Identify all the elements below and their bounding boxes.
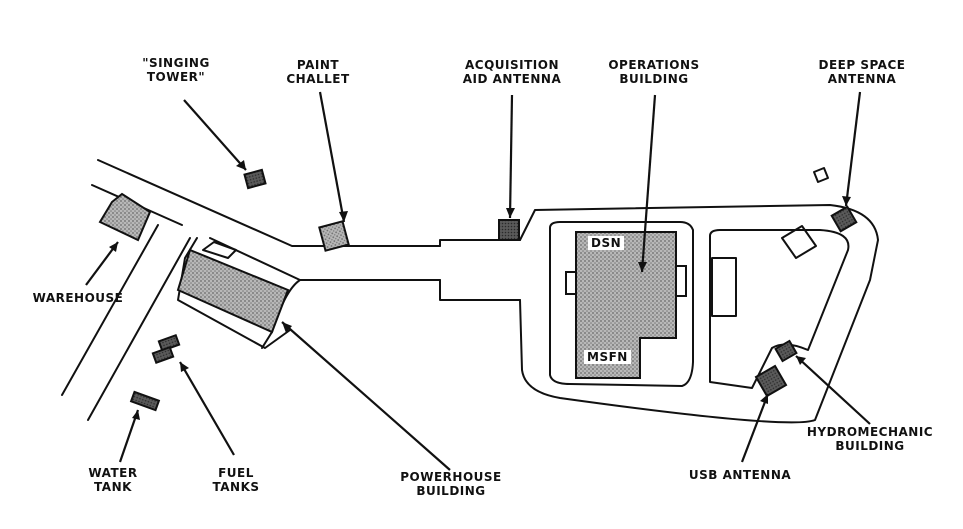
label-operations-line2: BUILDING bbox=[619, 72, 689, 86]
label-deep-space-line1: DEEP SPACE bbox=[818, 58, 906, 72]
label-msfn: MSFN bbox=[584, 350, 631, 364]
powerhouse-building bbox=[176, 248, 290, 334]
powerhouse-annex bbox=[202, 241, 237, 259]
label-water-tank: WATER TANK bbox=[88, 466, 137, 494]
warehouse-building bbox=[98, 192, 152, 242]
arrow-deep-space bbox=[842, 196, 851, 206]
acquisition-aid-antenna bbox=[498, 219, 520, 241]
label-warehouse-line1: WAREHOUSE bbox=[32, 291, 124, 305]
arrow-powerhouse bbox=[282, 322, 292, 333]
label-usb-antenna: USB ANTENNA bbox=[689, 468, 791, 482]
label-water-tank-line1: WATER bbox=[88, 466, 138, 480]
label-powerhouse-line1: POWERHOUSE bbox=[400, 470, 502, 484]
arrow-usb bbox=[760, 394, 768, 404]
arrow-singing bbox=[236, 160, 246, 170]
label-singing-tower: "SINGING TOWER" bbox=[142, 56, 210, 84]
road-lower-edge bbox=[91, 184, 441, 281]
road-upper-edge bbox=[97, 159, 441, 247]
leader-fuel bbox=[179, 361, 235, 456]
label-paint-challet-line1: PAINT bbox=[296, 58, 340, 72]
label-operations-line1: OPERATIONS bbox=[608, 58, 700, 72]
operations-building bbox=[575, 231, 677, 379]
arrow-hydro bbox=[796, 356, 806, 365]
fuel-tank-2 bbox=[151, 345, 175, 365]
label-deep-space-line2: ANTENNA bbox=[827, 72, 897, 86]
label-acquisition-line2: AID ANTENNA bbox=[462, 72, 562, 86]
paint-challet-building bbox=[318, 220, 350, 252]
leader-usb bbox=[740, 393, 770, 463]
label-acquisition-aid-antenna: ACQUISITION AID ANTENNA bbox=[463, 58, 561, 86]
arrow-operations bbox=[638, 262, 647, 272]
leader-singing bbox=[183, 99, 247, 171]
label-powerhouse-building: POWERHOUSE BUILDING bbox=[400, 470, 502, 498]
ops-side-box-right bbox=[675, 265, 687, 297]
singing-tower bbox=[243, 168, 267, 190]
road-branch-top bbox=[439, 239, 521, 247]
label-singing-tower-line1: "SINGING bbox=[142, 56, 210, 70]
road-branch-bottom bbox=[439, 279, 521, 301]
side-road-right bbox=[87, 237, 191, 421]
label-dsn: DSN bbox=[588, 236, 625, 250]
label-fuel-tanks-line1: FUEL bbox=[218, 466, 254, 480]
loop-road-inner-right bbox=[709, 229, 850, 389]
usb-antenna bbox=[754, 364, 788, 398]
deep-space-annex bbox=[781, 225, 817, 259]
label-usb-antenna-line1: USB ANTENNA bbox=[688, 468, 792, 482]
leader-paint bbox=[318, 91, 346, 223]
label-warehouse: WAREHOUSE bbox=[33, 291, 124, 305]
leader-operations bbox=[640, 94, 657, 273]
label-acquisition-line1: ACQUISITION bbox=[464, 58, 560, 72]
label-hydromechanic-line1: HYDROMECHANIC bbox=[806, 425, 934, 439]
side-road-left bbox=[61, 224, 159, 396]
label-singing-tower-line2: TOWER" bbox=[146, 70, 206, 84]
leader-powerhouse bbox=[281, 321, 451, 471]
inner-shed bbox=[711, 257, 737, 317]
label-hydromechanic-building: HYDROMECHANIC BUILDING bbox=[807, 425, 933, 453]
label-fuel-tanks-line2: TANKS bbox=[212, 480, 260, 494]
label-powerhouse-line2: BUILDING bbox=[416, 484, 486, 498]
label-operations-building: OPERATIONS BUILDING bbox=[608, 58, 699, 86]
water-tank bbox=[129, 390, 161, 412]
leader-acquisition bbox=[508, 94, 514, 219]
leader-hydro bbox=[795, 355, 871, 425]
arrow-fuel bbox=[180, 362, 189, 372]
small-marker bbox=[813, 167, 829, 183]
hydromechanic-building bbox=[774, 339, 798, 363]
ops-side-box-left bbox=[565, 271, 577, 295]
label-hydromechanic-line2: BUILDING bbox=[835, 439, 905, 453]
arrow-water bbox=[132, 410, 140, 420]
arrow-paint bbox=[339, 211, 348, 222]
arrow-warehouse bbox=[109, 242, 118, 252]
label-paint-challet: PAINT CHALLET bbox=[286, 58, 349, 86]
deep-space-antenna bbox=[830, 205, 858, 233]
loop-road-inner-left bbox=[549, 221, 694, 387]
label-fuel-tanks: FUEL TANKS bbox=[212, 466, 259, 494]
arrow-acquisition bbox=[506, 208, 515, 218]
label-water-tank-line2: TANK bbox=[94, 480, 132, 494]
leader-deep-space bbox=[844, 91, 862, 207]
label-deep-space-antenna: DEEP SPACE ANTENNA bbox=[819, 58, 906, 86]
label-paint-challet-line2: CHALLET bbox=[286, 72, 350, 86]
loop-road-outer bbox=[519, 204, 879, 424]
